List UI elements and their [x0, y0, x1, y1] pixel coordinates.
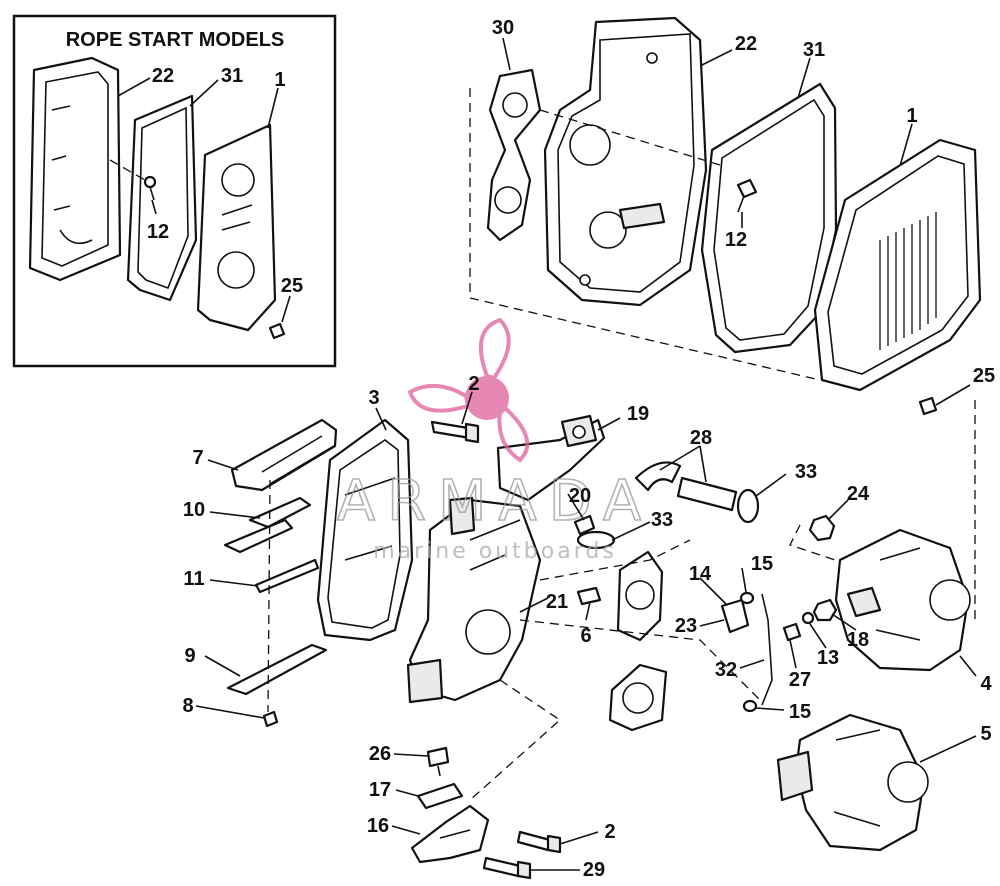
callout-inset-25: 25 — [281, 275, 303, 297]
callout-30: 30 — [492, 17, 514, 39]
reed-block-7 — [230, 418, 338, 492]
callout-labels: 22 31 1 12 25 30 22 31 1 12 25 2 3 19 28… — [147, 17, 995, 881]
screw-25 — [918, 384, 971, 416]
bracket-14 — [720, 598, 750, 634]
callout-33-lower: 33 — [651, 509, 673, 531]
callout-11: 11 — [183, 568, 204, 590]
nut-24 — [808, 514, 836, 542]
callout-25: 25 — [973, 365, 995, 387]
watermark-tagline: marine outboards — [373, 539, 617, 564]
callout-23: 23 — [675, 615, 697, 637]
callout-10: 10 — [183, 499, 205, 521]
callout-5: 5 — [980, 723, 991, 745]
bracket-16 — [410, 804, 490, 864]
housing-22 — [543, 16, 708, 307]
screw-8 — [262, 710, 279, 728]
callout-21: 21 — [546, 591, 568, 613]
washer-13 — [801, 611, 815, 625]
callout-14: 14 — [689, 563, 712, 585]
gasket-3 — [316, 418, 414, 642]
gasket-31 — [700, 82, 838, 354]
clamp-33-lower — [576, 530, 616, 550]
callout-9: 9 — [184, 645, 195, 667]
callout-22: 22 — [735, 33, 757, 55]
callout-6: 6 — [580, 625, 591, 647]
callout-4: 4 — [980, 673, 992, 695]
bolt-2-lower — [516, 830, 562, 854]
callout-28: 28 — [690, 427, 712, 449]
adapter-21 — [406, 496, 542, 704]
callout-32: 32 — [715, 659, 737, 681]
carburetor-5 — [776, 713, 929, 852]
callout-33-upper: 33 — [795, 461, 817, 483]
leader-lines — [117, 37, 977, 871]
gasket-23 — [608, 550, 668, 732]
bolt-29 — [482, 856, 532, 880]
callout-inset-12: 12 — [147, 221, 169, 243]
screw-6 — [576, 586, 602, 606]
callout-31: 31 — [803, 39, 825, 61]
cover-1 — [813, 138, 982, 392]
callout-17: 17 — [369, 779, 391, 801]
callout-16: 16 — [367, 815, 389, 837]
inset-housing-22 — [28, 56, 122, 282]
callout-27: 27 — [789, 669, 811, 691]
watermark-brand: ARMADA — [337, 469, 653, 534]
screw-12 — [736, 178, 758, 213]
callout-3: 3 — [368, 387, 379, 409]
callout-inset-1: 1 — [274, 69, 285, 91]
callout-12: 12 — [725, 229, 747, 251]
callout-1: 1 — [906, 105, 917, 127]
callout-inset-31: 31 — [221, 65, 243, 87]
plate-9 — [226, 643, 328, 696]
fitting-20 — [573, 514, 596, 536]
hose-28 — [634, 461, 738, 512]
screw-27 — [782, 622, 802, 642]
callout-2-top: 2 — [468, 373, 479, 395]
cover-fins — [879, 212, 937, 350]
callout-13: 13 — [817, 647, 839, 669]
callout-7: 7 — [192, 447, 203, 469]
rope-start-inset: ROPE START MODELS — [12, 14, 337, 368]
shim-17 — [416, 782, 464, 810]
clamp-33-upper — [736, 488, 760, 524]
callout-15-upper: 15 — [751, 553, 773, 575]
callout-29: 29 — [583, 859, 605, 881]
fitting-15-upper — [739, 591, 755, 605]
callout-8: 8 — [182, 695, 193, 717]
inset-screw-25 — [268, 295, 291, 340]
inset-cover-1 — [196, 123, 277, 332]
callout-26: 26 — [369, 743, 391, 765]
reed-petals-10 — [223, 496, 312, 554]
fitting-15-lower — [742, 699, 758, 713]
inset-frame — [12, 14, 337, 368]
nut-18 — [812, 598, 838, 622]
link-rod-32 — [761, 593, 773, 706]
watermark: ARMADA marine outboards — [336, 317, 653, 564]
callout-19: 19 — [627, 403, 649, 425]
inset-gasket-31 — [126, 94, 198, 302]
callout-2-lower: 2 — [604, 821, 615, 843]
callout-18: 18 — [847, 629, 869, 651]
intake-manifold-19 — [496, 414, 606, 502]
inset-title: ROPE START MODELS — [66, 29, 285, 51]
screw-2-top — [430, 420, 480, 444]
callout-inset-22: 22 — [152, 65, 174, 87]
callout-15-lower: 15 — [789, 701, 811, 723]
propeller-logo-icon — [407, 317, 530, 463]
gasket-30 — [486, 68, 542, 242]
callout-20: 20 — [569, 485, 591, 507]
reed-stop-11 — [254, 558, 320, 594]
bolt-26 — [426, 746, 450, 777]
inset-screw-12 — [143, 175, 157, 201]
callout-24: 24 — [847, 483, 870, 505]
